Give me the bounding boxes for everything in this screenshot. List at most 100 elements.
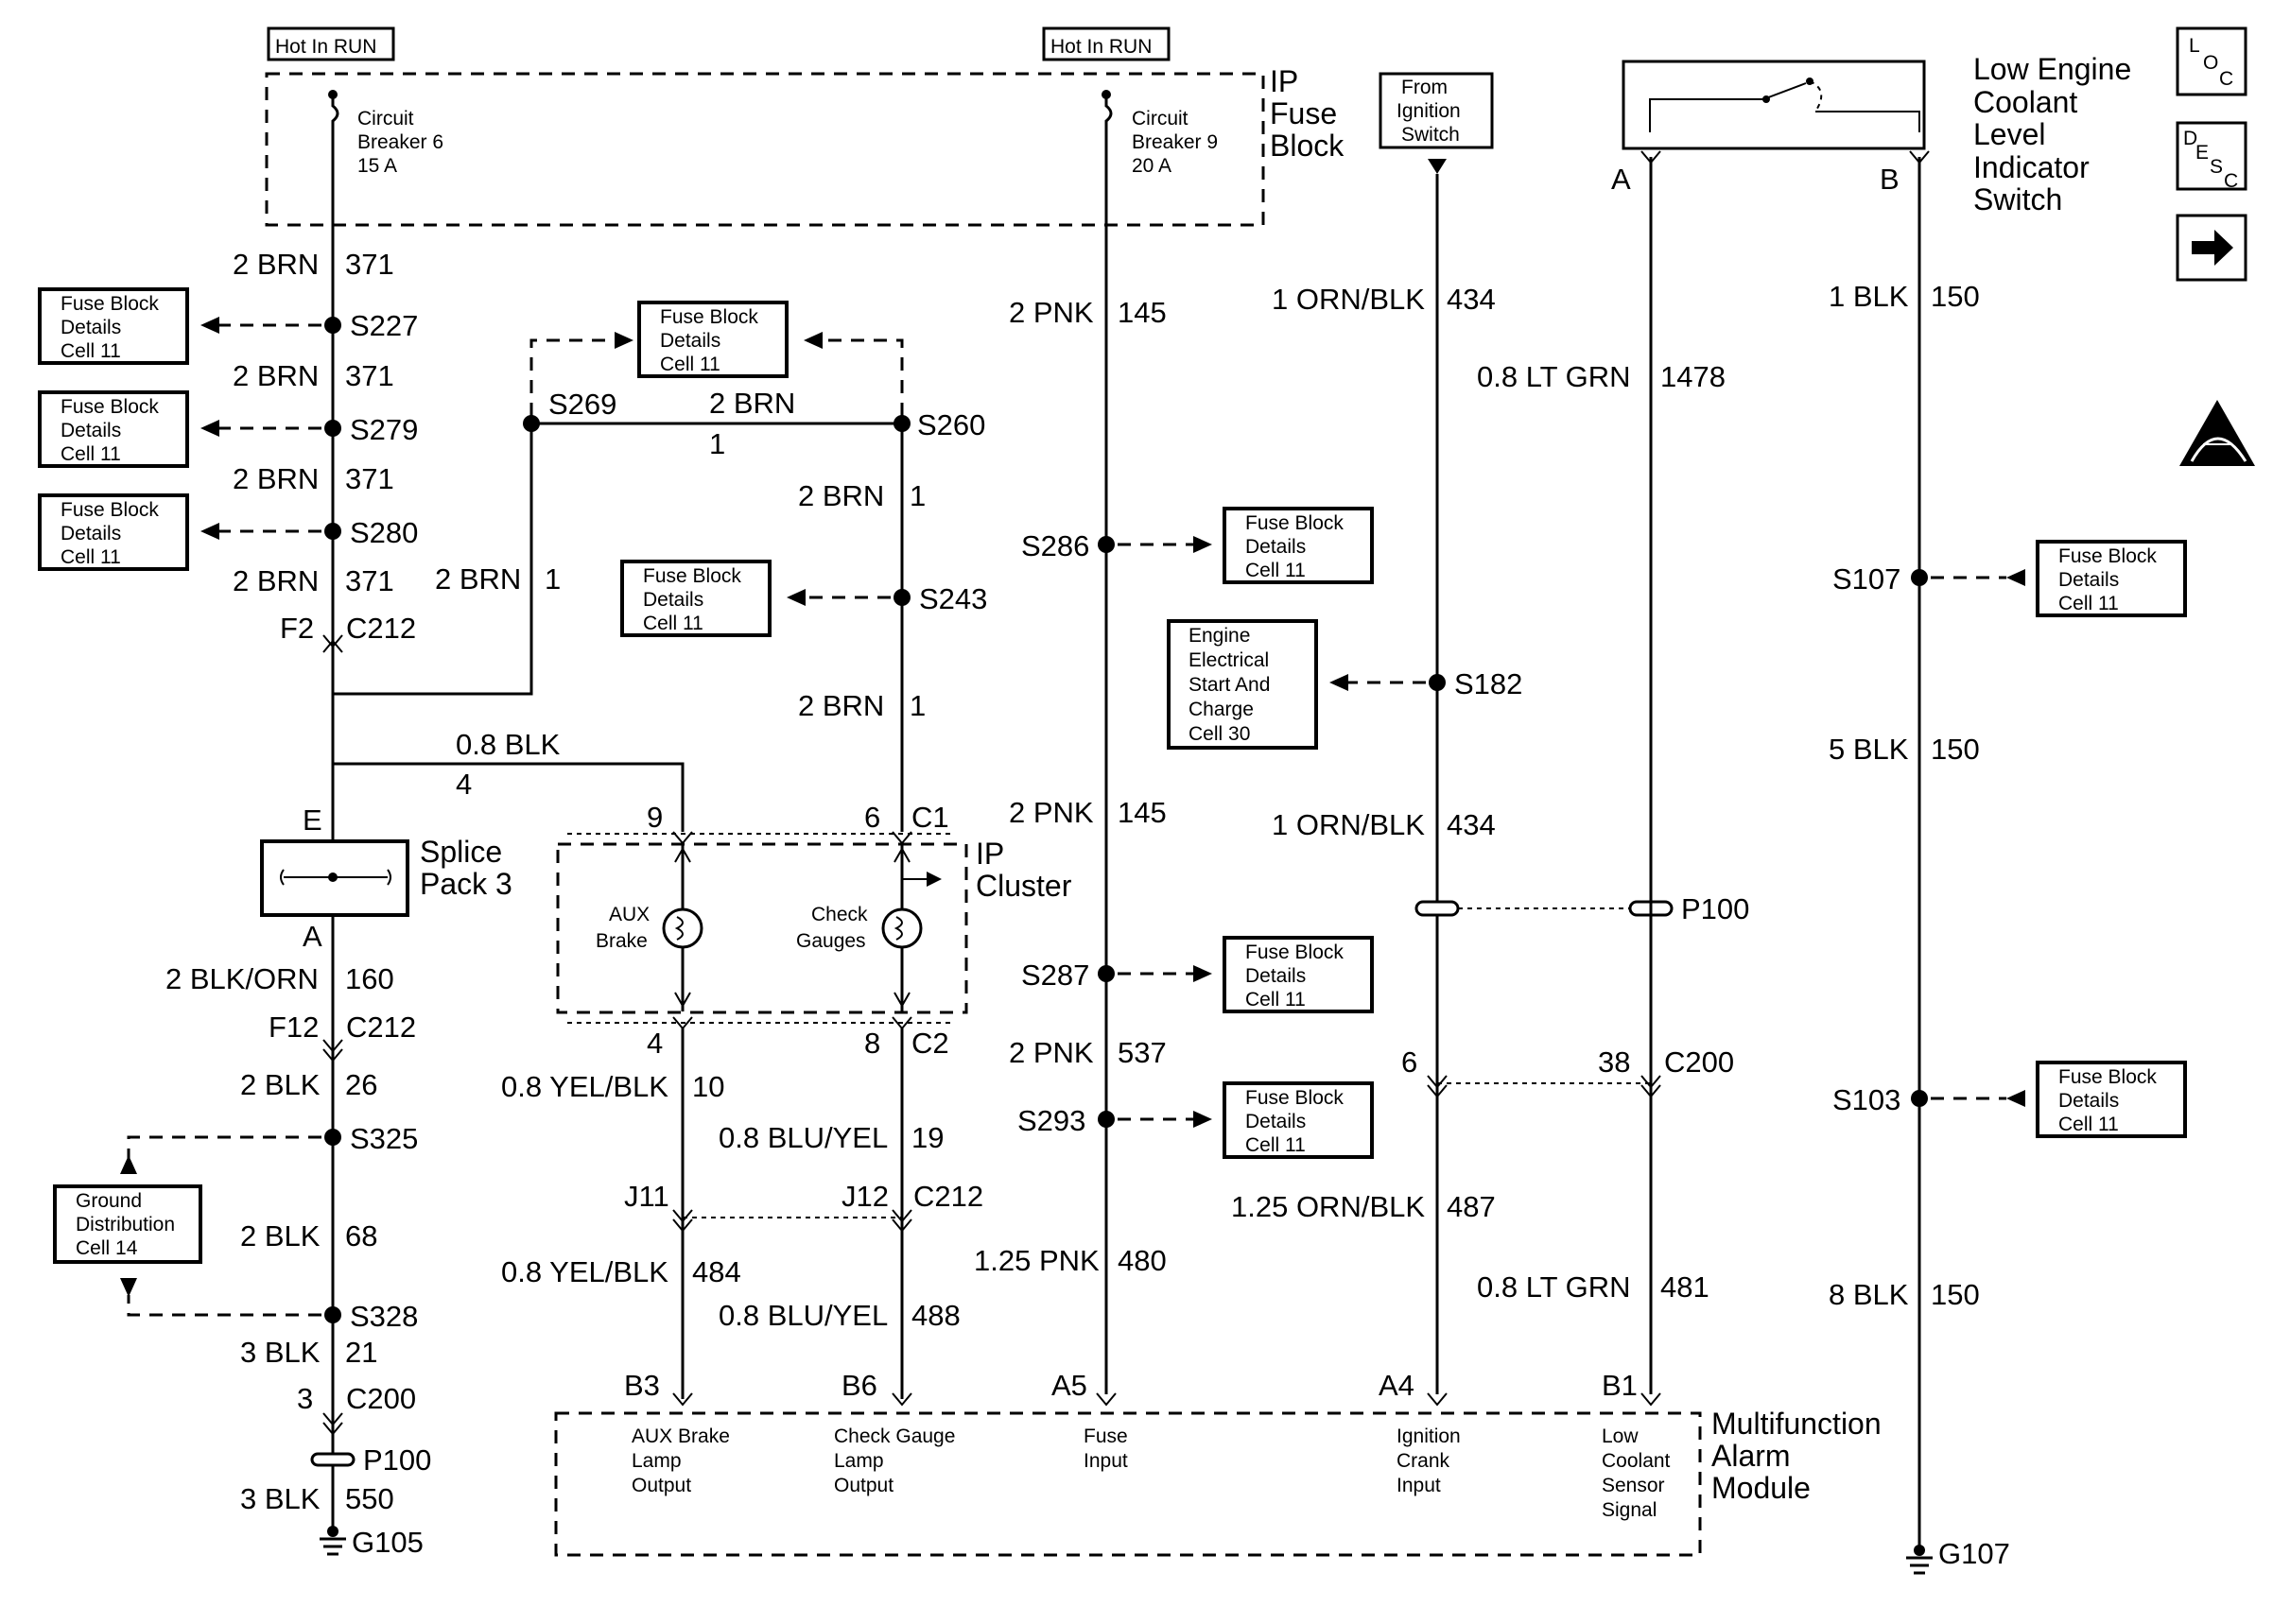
wire-label-1: 1 — [709, 427, 725, 460]
svg-text:From Ignition Swit: From Ignition Switch — [1397, 77, 1466, 146]
wire-label-2blk: 2 BLK — [240, 1068, 321, 1101]
svg-text:J12: J12 — [842, 1180, 889, 1213]
wire-label-145: 145 — [1118, 796, 1167, 829]
svg-text:B1: B1 — [1602, 1369, 1638, 1402]
svg-text:G105: G105 — [352, 1526, 424, 1559]
wire-label-1478: 1478 — [1660, 360, 1726, 393]
wire-label-1: 1 — [545, 562, 561, 596]
loc-icon[interactable]: L O C — [2176, 26, 2247, 96]
wire-label-8blk: 8 BLK — [1829, 1278, 1909, 1311]
splice-s243: S243 — [787, 582, 987, 615]
wire-label-537: 537 — [1118, 1036, 1167, 1069]
splice-s293: S293 — [1017, 1104, 1212, 1137]
hot-in-run-mid-tag: Hot In RUN — [1042, 26, 1171, 61]
wire-label-3blk: 3 BLK — [240, 1336, 321, 1369]
wire-label-2brn: 2 BRN — [709, 387, 795, 420]
connector-3-c200: 3 C200 — [297, 1382, 416, 1436]
svg-text:L: L — [2189, 35, 2200, 57]
svg-text:S107: S107 — [1832, 562, 1900, 596]
wire-label-550: 550 — [345, 1482, 394, 1515]
circuit-breaker-6-label: Circuit Breaker 6 15 A — [357, 108, 449, 177]
wire-label-434: 434 — [1447, 808, 1496, 841]
wire-label-371: 371 — [345, 462, 394, 495]
module-pin-b6: B6 — [842, 1369, 912, 1407]
svg-text:S286: S286 — [1021, 529, 1089, 562]
wire-label-371: 371 — [345, 248, 394, 281]
svg-text:C1: C1 — [911, 801, 949, 834]
svg-text:F2: F2 — [280, 612, 314, 645]
module-pin-a5: A5 — [1051, 1369, 1117, 1407]
splice-s328: S328 — [120, 1278, 418, 1333]
wire-label-488: 488 — [911, 1299, 961, 1332]
svg-text:S269: S269 — [548, 388, 616, 421]
next-arrow-icon[interactable] — [2176, 214, 2247, 282]
svg-text:B: B — [1880, 163, 1900, 196]
svg-text:S287: S287 — [1021, 959, 1089, 992]
svg-text:C2: C2 — [911, 1027, 949, 1060]
svg-text:E: E — [2195, 142, 2209, 164]
hot-in-run-mid-label: Hot In RUN — [1050, 36, 1152, 58]
ground-g107: G107 — [1906, 1537, 2010, 1575]
wire-label-481: 481 — [1660, 1270, 1709, 1304]
wire-label-19: 19 — [911, 1121, 944, 1154]
splice-s325: S325 — [120, 1122, 418, 1174]
hot-in-run-left-label: Hot In RUN — [275, 36, 376, 58]
desc-icon[interactable]: D E S C — [2176, 121, 2247, 192]
svg-text:8: 8 — [864, 1027, 880, 1060]
wire-label-480: 480 — [1118, 1244, 1167, 1277]
wire-label-150: 150 — [1931, 733, 1980, 766]
splice-s227: S227 — [200, 309, 418, 342]
svg-text:3: 3 — [297, 1382, 313, 1415]
wire-label-2brn: 2 BRN — [233, 564, 319, 597]
ip-fuse-block-label: IP Fuse Block — [1270, 64, 1345, 163]
splice-s107: S107 — [1832, 562, 2025, 596]
svg-text:G107: G107 — [1938, 1537, 2010, 1570]
connector-f12-c212: F12 C212 — [269, 1011, 416, 1063]
wire-label-487: 487 — [1447, 1190, 1496, 1223]
svg-text:S182: S182 — [1454, 667, 1522, 700]
svg-text:S325: S325 — [350, 1122, 418, 1155]
wire-label-150: 150 — [1931, 280, 1980, 313]
wire-label-08yelblk: 0.8 YEL/BLK — [501, 1070, 668, 1103]
wire-label-160: 160 — [345, 962, 394, 995]
svg-text:E: E — [303, 803, 322, 837]
svg-text:S279: S279 — [350, 413, 418, 446]
wire-label-1blk: 1 BLK — [1829, 280, 1909, 313]
low-coolant-level-switch-label: Low Engine Coolant Level Indicator Switc… — [1973, 52, 2140, 216]
svg-text:A: A — [1611, 163, 1631, 196]
svg-text:A5: A5 — [1051, 1369, 1087, 1402]
ip-cluster-boundary — [556, 842, 968, 1014]
wire-label-434: 434 — [1447, 283, 1496, 316]
wire-label-2brn: 2 BRN — [233, 462, 319, 495]
wire-label-26: 26 — [345, 1068, 377, 1101]
esd-warning-icon — [2179, 400, 2255, 466]
switch-terminal-a: A — [1611, 150, 1661, 196]
svg-text:F12: F12 — [269, 1011, 319, 1044]
wire-label-2brn: 2 BRN — [435, 562, 521, 596]
pass-through-p100-left: P100 — [310, 1443, 431, 1477]
